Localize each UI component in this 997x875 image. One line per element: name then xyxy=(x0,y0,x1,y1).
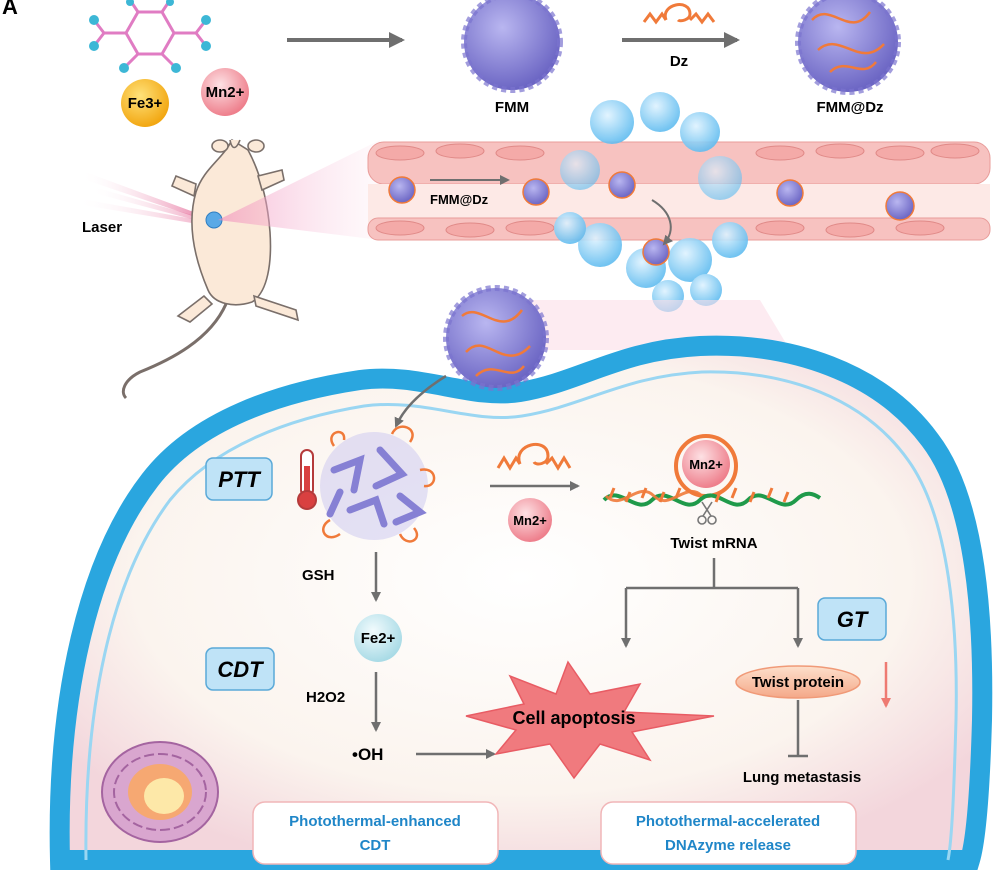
vessel-nanoparticles xyxy=(388,171,915,266)
fe3-ion: Fe3+ xyxy=(121,79,169,127)
ptt-tag: PTT xyxy=(205,457,273,501)
scissors-icon xyxy=(697,501,717,525)
h2o2-label: H2O2 xyxy=(306,689,345,706)
fmm-dz-label: FMM@Dz xyxy=(816,99,883,116)
ligand-atoms xyxy=(89,0,211,73)
svg-text:CDT: CDT xyxy=(217,657,264,682)
svg-text:CDT: CDT xyxy=(360,837,391,854)
svg-text:Mn2+: Mn2+ xyxy=(206,84,245,101)
caption-left: Photothermal-enhanced CDT xyxy=(252,801,499,865)
fmm-label: FMM xyxy=(495,99,529,116)
gsh-label: GSH xyxy=(302,567,335,584)
hydroxyl-radical: •OH xyxy=(352,745,383,764)
svg-text:DNAzyme release: DNAzyme release xyxy=(665,837,791,854)
dnazyme-icon xyxy=(642,3,716,25)
dnazyme-mrna-complex: Mn2+ xyxy=(602,434,822,525)
entering-nanoparticle xyxy=(443,285,549,391)
twist-protein: Twist protein xyxy=(735,665,861,699)
internalization-arrow xyxy=(394,374,447,428)
thermometer-icon xyxy=(297,449,317,510)
dz-label: Dz xyxy=(670,53,688,70)
lung-metastasis-label: Lung metastasis xyxy=(743,769,861,786)
membrane-inner-edge xyxy=(84,370,958,861)
svg-text:Twist protein: Twist protein xyxy=(752,674,844,691)
svg-text:Photothermal-accelerated: Photothermal-accelerated xyxy=(636,813,820,830)
cell-apoptosis-label: Cell apoptosis xyxy=(512,708,635,728)
extravasation-arrow xyxy=(651,199,674,246)
fmm-dz-nanoparticle xyxy=(795,0,901,95)
cell-apoptosis-burst xyxy=(465,660,715,780)
degrading-nanoparticle xyxy=(320,425,436,543)
released-dnazyme-icon xyxy=(496,443,572,471)
svg-text:PTT: PTT xyxy=(218,467,261,492)
svg-text:Fe2+: Fe2+ xyxy=(361,630,396,647)
twist-mrna-label: Twist mRNA xyxy=(670,535,757,552)
cdt-tag: CDT xyxy=(205,647,275,691)
svg-text:Mn2+: Mn2+ xyxy=(513,513,547,528)
tumor-cluster xyxy=(554,92,748,312)
gt-tag: GT xyxy=(817,597,887,641)
svg-text:GT: GT xyxy=(837,607,869,632)
fmm-nanoparticle xyxy=(461,0,563,93)
released-mn-ion: Mn2+ xyxy=(508,498,552,542)
organelle-icon xyxy=(101,741,219,843)
mouse-illustration xyxy=(121,138,300,400)
svg-text:Fe3+: Fe3+ xyxy=(128,95,163,112)
panel-letter: A xyxy=(2,0,18,19)
ligand-molecule xyxy=(92,0,208,70)
fe2-ion: Fe2+ xyxy=(354,614,402,662)
svg-text:Photothermal-enhanced: Photothermal-enhanced xyxy=(289,813,461,830)
laser-beams xyxy=(76,170,210,226)
caption-right: Photothermal-accelerated DNAzyme release xyxy=(600,801,857,865)
magnification-beam xyxy=(218,140,380,240)
cell-membrane xyxy=(49,335,993,870)
vessel-fmm-dz-label: FMM@Dz xyxy=(430,192,489,207)
mrna-branch-arrows xyxy=(621,558,803,648)
svg-text:Mn2+: Mn2+ xyxy=(689,457,723,472)
endothelial-cells xyxy=(375,143,980,238)
mn2-ion: Mn2+ xyxy=(201,68,249,116)
laser-label: Laser xyxy=(82,219,122,236)
inhibition-line xyxy=(788,700,808,758)
